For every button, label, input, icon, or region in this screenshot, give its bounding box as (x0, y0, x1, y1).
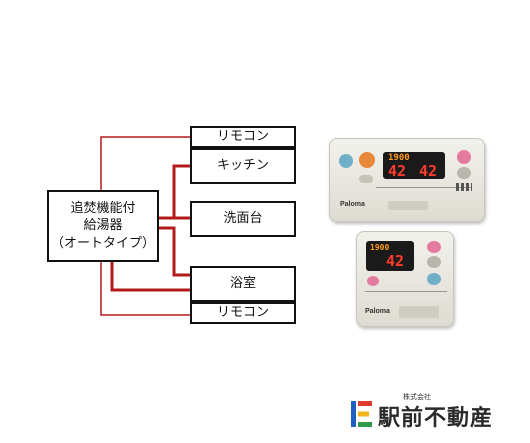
bath-remote-image: 1900 42 Paloma (356, 231, 454, 327)
kitchen-remote-lid-line (376, 187, 472, 188)
remote-box-top: リモコン (190, 126, 296, 148)
bath-label: 浴室 (229, 276, 256, 292)
bath-remote-up-button (427, 241, 441, 253)
pipe-thick-lower (157, 226, 192, 277)
bath-remote-time: 1900 (370, 243, 390, 252)
company-name: 駅前不動産 (378, 405, 494, 431)
kitchen-remote-display: 1900 42 42 (383, 152, 445, 180)
remote-box-bottom: リモコン (190, 302, 296, 324)
remote-top-label: リモコン (216, 129, 269, 145)
heater-label-line-1: 追焚機能付 (70, 200, 136, 216)
washbasin-box: 洗面台 (190, 201, 296, 237)
bath-remote-down-button (427, 256, 441, 268)
pipe-thick-upper (157, 164, 192, 220)
kitchen-remote-temp-right: 42 (419, 162, 438, 180)
bath-remote-lid-line (365, 291, 447, 292)
bath-remote-auto-button (367, 276, 379, 286)
remote-bottom-label: リモコン (216, 305, 269, 321)
kitchen-label: キッチン (216, 158, 269, 174)
kitchen-remote-label-plate (388, 201, 428, 210)
heater-label-line-3: （オートタイプ） (50, 235, 155, 251)
kitchen-remote-voice-icon (339, 154, 353, 168)
bath-remote-display: 1900 42 (366, 241, 414, 271)
kitchen-remote-speaker-grille (456, 183, 472, 191)
kitchen-remote-power-button (359, 152, 375, 168)
bath-remote-call-button (427, 273, 441, 285)
heater-label-line-2: 給湯器 (83, 218, 123, 234)
company-type-label: 株式会社 (403, 393, 431, 401)
washbasin-label: 洗面台 (223, 211, 263, 227)
kitchen-remote-down-button (457, 167, 471, 179)
kitchen-remote-time: 1900 (388, 153, 410, 163)
water-heater-box: 追焚機能付 給湯器 （オートタイプ） (47, 190, 159, 262)
kitchen-box: キッチン (190, 148, 296, 184)
bath-remote-brand: Paloma (365, 308, 390, 315)
bath-remote-label-plate (399, 306, 439, 318)
bath-remote-temp: 42 (386, 252, 405, 270)
pipe-thin-top (100, 136, 191, 191)
pipe-lines (100, 136, 192, 316)
kitchen-remote-temp-left: 42 (388, 162, 407, 180)
pipe-thick-bath (110, 260, 192, 292)
kitchen-remote-menu-button (359, 175, 373, 183)
bath-box: 浴室 (190, 266, 296, 302)
company-logo-icon (351, 401, 372, 427)
kitchen-remote-image: 1900 42 42 Paloma (329, 138, 485, 222)
kitchen-remote-up-button (457, 150, 471, 164)
pipe-thin-bottom (100, 261, 191, 316)
kitchen-remote-brand: Paloma (340, 201, 365, 208)
